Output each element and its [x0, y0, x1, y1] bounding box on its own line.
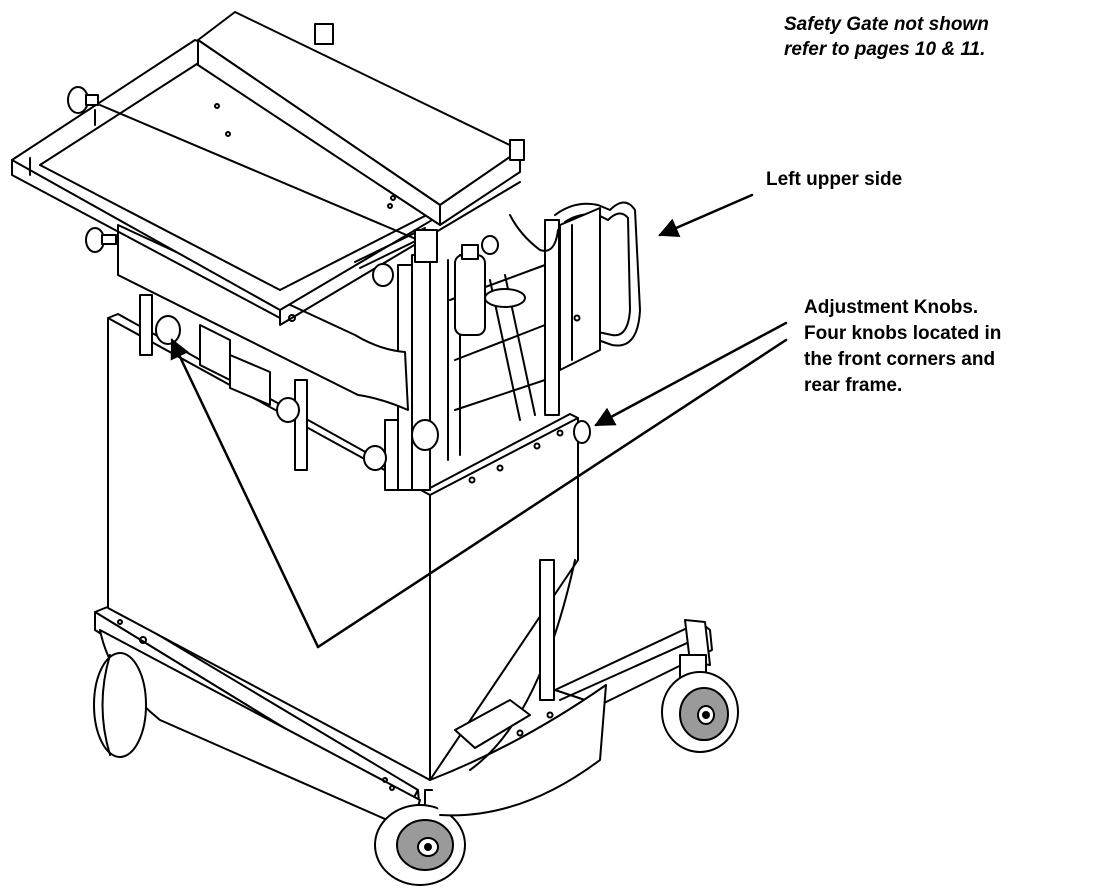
arrow-adjustment-knob-front-right	[316, 338, 788, 649]
callout-arrows	[170, 193, 788, 649]
adjustment-knobs-line-1: Adjustment Knobs.	[804, 297, 979, 318]
left-upper-side-rail	[509, 201, 641, 371]
knob-side-left	[85, 227, 117, 253]
safety-gate-note-line-1: Safety Gate not shown	[784, 14, 989, 35]
knob-inner-left	[155, 315, 181, 345]
knob-front-corner	[411, 419, 439, 451]
adjustment-knobs-line-3: the front corners and	[804, 349, 996, 370]
safety-gate-note-line-2: refer to pages 10 & 11.	[784, 39, 986, 60]
tray-platform	[11, 11, 521, 411]
knob-rear-frame	[573, 420, 591, 444]
adjustment-knob-icons	[67, 23, 591, 471]
rear-right-caster	[661, 654, 739, 753]
knob-top-left	[67, 86, 99, 114]
knob-inner-lower	[363, 445, 387, 471]
adjustment-knobs-label: Adjustment Knobs. Four knobs located in …	[804, 295, 1001, 399]
knob-tray-right	[372, 235, 499, 287]
front-left-caster	[93, 652, 147, 758]
arrow-left-upper-side	[658, 193, 754, 237]
left-upper-side-label: Left upper side	[766, 167, 902, 192]
adjustment-knobs-line-4: rear frame.	[804, 375, 903, 396]
arrow-adjustment-knob-rear	[594, 321, 788, 427]
knob-inner-mid	[276, 397, 300, 423]
lower-housing	[107, 313, 607, 817]
knob-top-right	[314, 23, 525, 161]
base-frame	[94, 605, 713, 831]
left-upper-side-text: Left upper side	[766, 169, 903, 190]
adjustment-knobs-line-2: Four knobs located in	[804, 323, 1002, 344]
arrow-adjustment-knob-front-left	[170, 338, 320, 649]
safety-gate-note: Safety Gate not shown refer to pages 10 …	[784, 12, 989, 62]
